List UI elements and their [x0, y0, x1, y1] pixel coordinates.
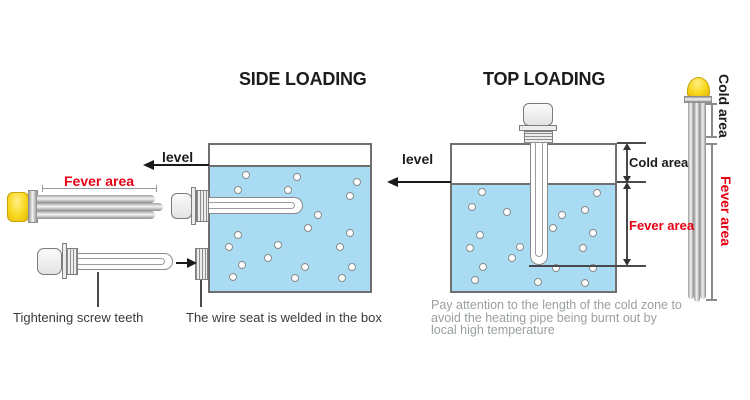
bubble	[348, 263, 356, 271]
tightening-leader-line	[97, 272, 99, 307]
bubble	[478, 188, 486, 196]
right-heater-yellow-cap	[687, 77, 710, 97]
bubble	[274, 241, 282, 249]
right-cold-bracket-line	[711, 103, 713, 137]
side-loading-tank	[208, 143, 372, 293]
bubble	[291, 274, 299, 282]
side-heater-tube-top	[37, 195, 155, 203]
screw-heater-tube-inner	[78, 258, 165, 265]
tightening-screw-caption: Tightening screw teeth	[13, 310, 144, 325]
bubble	[593, 189, 601, 197]
cold-dim-arrow-up-icon	[623, 143, 631, 150]
right-heater-tube-2	[694, 103, 700, 302]
right-fever-area-label: Fever area	[718, 176, 734, 247]
bubble	[581, 279, 589, 287]
cold-dimension-line	[626, 148, 628, 178]
bubble	[314, 211, 322, 219]
bubble	[534, 278, 542, 286]
fever-dim-arrow-down-icon	[623, 259, 631, 266]
fever-dim-arrow-up-icon	[623, 182, 631, 189]
ext-line-water-level	[617, 181, 646, 183]
screw-heater-head	[37, 248, 62, 275]
bubble	[558, 211, 566, 219]
ext-line-tube-bottom	[529, 265, 646, 267]
bubble	[589, 229, 597, 237]
side-heater-tube-mid	[37, 203, 163, 211]
top-loading-title: TOP LOADING	[483, 69, 606, 89]
bubble	[336, 243, 344, 251]
mounted-heater-tube-inner	[209, 202, 295, 209]
bubble	[516, 243, 524, 251]
top-heater-flange	[519, 125, 557, 131]
side-level-label: level	[162, 149, 194, 165]
cold-dim-arrow-down-icon	[623, 176, 631, 183]
right-fever-bracket-bottom	[706, 299, 717, 301]
bubble	[238, 261, 246, 269]
bubble	[353, 178, 361, 186]
side-heater-tube-bottom	[37, 211, 155, 219]
bubble	[225, 243, 233, 251]
bubble	[466, 244, 474, 252]
bubble	[304, 224, 312, 232]
bubble	[229, 273, 237, 281]
side-fever-area-label: Fever area	[64, 173, 135, 189]
fever-dimension-line-right	[626, 187, 628, 261]
bubble	[242, 171, 250, 179]
bubble	[589, 264, 597, 272]
ext-line-tank-top	[617, 142, 646, 144]
side-tank-water	[210, 165, 370, 291]
bubble	[581, 206, 589, 214]
fever-dimension-tick-right	[156, 185, 157, 192]
cold-zone-note: Pay attention to the length of the cold …	[431, 299, 682, 337]
right-fever-bracket-line	[711, 143, 713, 300]
bubble	[346, 229, 354, 237]
bubble	[346, 192, 354, 200]
bubble	[508, 254, 516, 262]
bubble	[476, 231, 484, 239]
bubble	[503, 208, 511, 216]
note-line-1: Pay attention to the length of the cold …	[431, 298, 682, 312]
bubble	[479, 263, 487, 271]
right-heater-tube-1	[688, 103, 694, 299]
top-level-arrow-icon	[387, 177, 398, 187]
side-level-arrow-icon	[143, 160, 154, 170]
wire-seat-caption: The wire seat is welded in the box	[186, 310, 382, 325]
right-cold-bracket-bottom	[706, 136, 717, 138]
bubble	[284, 186, 292, 194]
wire-seat-leader-line	[200, 280, 202, 307]
top-level-label: level	[402, 151, 434, 167]
bubble	[234, 231, 242, 239]
side-loading-title: SIDE LOADING	[239, 69, 367, 89]
bubble	[468, 203, 476, 211]
side-heater-yellow-cap	[7, 192, 29, 222]
mounted-heater-threads	[196, 190, 209, 222]
note-line-2: avoid the heating pipe being burnt out b…	[431, 310, 657, 325]
right-heater-collar	[684, 96, 712, 103]
bubble	[234, 186, 242, 194]
bubble	[293, 173, 301, 181]
screw-heater-threads	[66, 248, 78, 275]
bubble	[579, 244, 587, 252]
side-level-arrow-line	[153, 164, 209, 166]
bubble	[549, 224, 557, 232]
top-heater-head	[523, 103, 553, 126]
top-heater-tube-inner	[535, 143, 543, 257]
insert-arrow-line	[176, 262, 188, 264]
note-line-3: local high temperature	[431, 323, 555, 338]
fever-dimension-tick-left	[42, 185, 43, 192]
mounted-heater-head	[171, 193, 192, 219]
bubble	[338, 274, 346, 282]
top-cold-area-label: Cold area	[629, 155, 689, 170]
right-cold-area-label: Cold area	[716, 74, 732, 138]
right-heater-tube-3	[700, 103, 706, 299]
bubble	[552, 264, 560, 272]
insert-arrow-icon	[187, 258, 197, 268]
bubble	[264, 254, 272, 262]
bubble	[471, 276, 479, 284]
top-fever-area-label: Fever area	[629, 218, 695, 233]
fever-dimension-line	[42, 188, 157, 189]
top-level-arrow-line	[397, 181, 451, 183]
mounted-heater-flange	[191, 187, 196, 225]
bubble	[301, 263, 309, 271]
